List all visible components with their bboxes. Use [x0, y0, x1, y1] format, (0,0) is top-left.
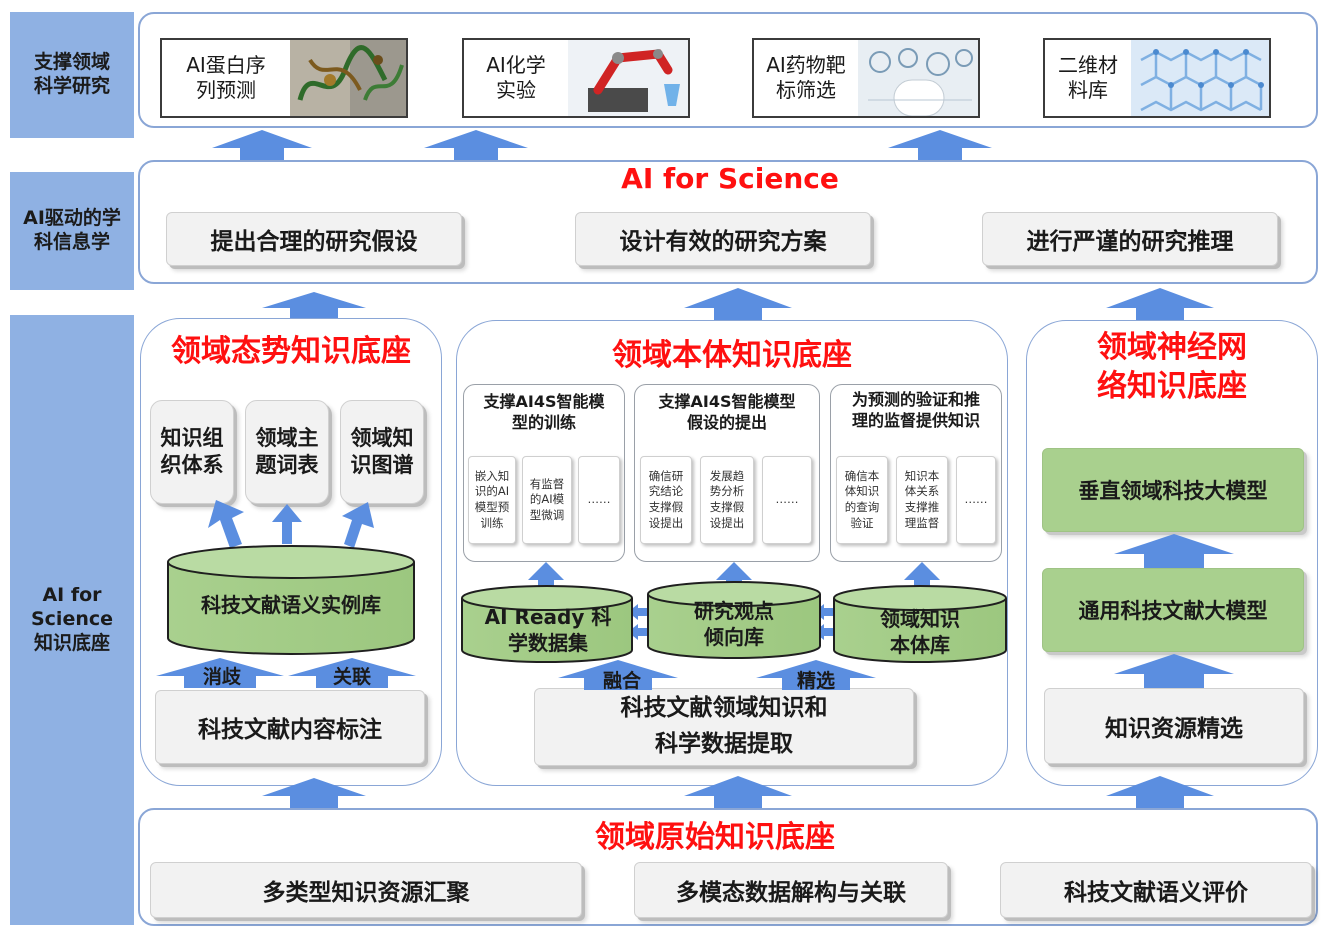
subcol-hypothesis-head: 支撑AI4S智能模型 假设的提出 [658, 392, 796, 432]
box-knowledge-data-extraction: 科技文献领域知识和 科学数据提取 [534, 688, 914, 766]
card-2d-material-library: 二维材 料库 [1043, 38, 1271, 118]
up-arrow [342, 502, 374, 548]
box-domain-thesaurus: 领域主 题词表 [245, 400, 329, 504]
up-arrow [716, 562, 752, 590]
up-arrow [684, 288, 792, 320]
up-arrow [156, 658, 284, 688]
up-arrow [272, 504, 302, 544]
mini-finetuning: 有监督 的AI模 型微调 [522, 456, 572, 544]
box-content-annotation: 科技文献内容标注 [155, 690, 425, 764]
up-arrow [888, 130, 992, 160]
box-propose-hypothesis: 提出合理的研究假设 [166, 212, 462, 266]
label-selection-text: 精选 [796, 670, 835, 692]
mini-confirmed-conclusion: 确信研 究结论 支撑假 设提出 [640, 456, 692, 544]
mini-pretraining: 嵌入知 识的AI 模型预 训练 [468, 456, 516, 544]
ontology-title: 领域本体知识底座 [612, 338, 852, 373]
up-arrow [208, 500, 244, 548]
mini-trend-analysis: 发展趋 势分析 支撑假 设提出 [700, 456, 754, 544]
cylinder-viewpoint-text: 研究观点 倾向库 [694, 599, 774, 649]
hexagonal-lattice-image [1131, 40, 1269, 116]
card-drug-target-screening: AI药物靶 标筛选 [752, 38, 980, 118]
label-support-research: 支撑领域 科学研究 [10, 12, 134, 138]
up-arrow [1114, 534, 1234, 568]
card-label: AI药物靶 标筛选 [766, 53, 846, 102]
up-arrow [904, 562, 940, 590]
protein-structure-image [290, 40, 406, 116]
box-rigorous-reasoning: 进行严谨的研究推理 [982, 212, 1278, 266]
up-arrow [528, 562, 564, 590]
box-domain-knowledge-graph: 领域知 识图谱 [340, 400, 424, 504]
label-disambiguation-text: 消歧 [202, 666, 241, 688]
up-arrow [1106, 288, 1214, 320]
up-arrow [424, 130, 528, 160]
up-arrow [756, 660, 876, 690]
up-arrow [212, 130, 312, 160]
mini-reasoning-supervision: 知识本 体关系 支撑推 理监督 [896, 456, 948, 544]
label-ai-driven-informatics: AI驱动的学 科信息学 [10, 172, 134, 290]
cylinder-ontology-text: 领域知识 本体库 [880, 607, 960, 657]
situation-title: 领域态势知识底座 [171, 334, 411, 369]
label-association-text: 关联 [332, 666, 371, 688]
raw-title: 领域原始知识底座 [595, 820, 835, 855]
card-label: 二维材 料库 [1058, 53, 1118, 102]
drug-screening-image [858, 40, 978, 116]
robot-arm-lab-image [568, 40, 688, 116]
card-protein-prediction: AI蛋白序 列预测 [160, 38, 408, 118]
up-arrows [156, 130, 1234, 808]
up-arrow [262, 778, 366, 808]
mini-more: …… [956, 456, 996, 544]
box-general-literature-model: 通用科技文献大模型 [1042, 568, 1304, 652]
cylinders [167, 545, 1007, 663]
subcol-training-head: 支撑AI4S智能模 型的训练 [483, 392, 605, 432]
up-arrow [684, 776, 792, 808]
cylinder-semantic-instance [167, 545, 415, 655]
label-fusion-text: 融合 [602, 670, 641, 692]
box-resource-aggregation: 多类型知识资源汇聚 [150, 862, 582, 918]
cylinder-semantic-instance-text: 科技文献语义实例库 [201, 593, 381, 617]
box-semantic-evaluation: 科技文献语义评价 [1000, 862, 1312, 918]
card-label: AI化学 实验 [486, 53, 546, 102]
up-arrow [558, 660, 678, 690]
cylinder-ai-ready-text: AI Ready 科 学数据集 [484, 605, 612, 655]
mini-query-verification: 确信本 体知识 的查询 验证 [836, 456, 888, 544]
up-arrow [1106, 776, 1214, 808]
cylinder-ai-ready [461, 585, 633, 663]
mini-more: …… [578, 456, 620, 544]
box-knowledge-organization: 知识组 织体系 [150, 400, 234, 504]
cylinder-ontology [833, 585, 1007, 663]
box-resource-selection: 知识资源精选 [1044, 688, 1304, 764]
cylinder-viewpoint [647, 581, 821, 659]
card-chemistry-experiment: AI化学 实验 [462, 38, 690, 118]
up-arrow [1114, 654, 1234, 688]
label-knowledge-base: AI for Science 知识底座 [10, 315, 134, 925]
up-arrow [262, 292, 366, 318]
ai-for-science-title: AI for Science [621, 162, 839, 195]
box-design-plan: 设计有效的研究方案 [575, 212, 871, 266]
subcol-verification-head: 为预测的验证和推 理的监督提供知识 [851, 390, 980, 430]
mini-more: …… [762, 456, 812, 544]
box-vertical-domain-model: 垂直领域科技大模型 [1042, 448, 1304, 532]
up-arrow [288, 658, 416, 688]
box-multimodal-deconstruction: 多模态数据解构与关联 [634, 862, 948, 918]
neural-title: 领域神经网 络知识底座 [1097, 330, 1247, 404]
card-label: AI蛋白序 列预测 [186, 53, 266, 102]
